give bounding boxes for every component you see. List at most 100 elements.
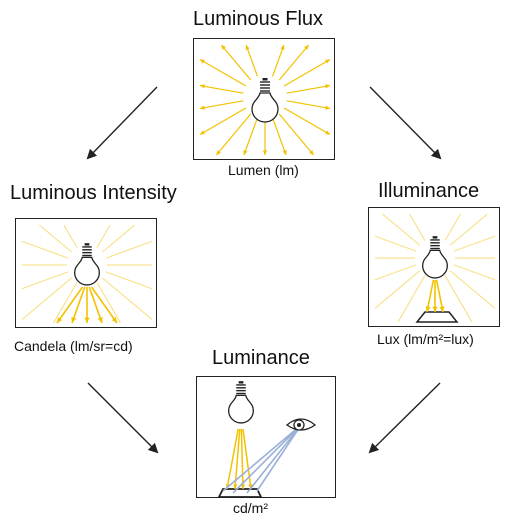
light-ray bbox=[374, 270, 421, 309]
light-ray bbox=[271, 117, 287, 156]
light-ray bbox=[286, 84, 331, 94]
ray-arrowhead bbox=[325, 59, 330, 64]
light-ray bbox=[101, 277, 153, 320]
intensity-bulb-illustration bbox=[21, 224, 153, 324]
intensity-unit: Candela (lm/sr=cd) bbox=[14, 338, 133, 354]
light-ray bbox=[240, 428, 244, 490]
ray-arrowhead bbox=[84, 317, 90, 323]
illuminance-bulb-illustration bbox=[374, 213, 496, 323]
light-ray bbox=[199, 100, 244, 110]
illuminance-unit: Lux (lm/m²=lux) bbox=[377, 331, 474, 347]
light-ray bbox=[21, 271, 69, 290]
intensity-title: Luminous Intensity bbox=[10, 182, 177, 204]
light-ray bbox=[220, 44, 252, 81]
ray-arrowhead bbox=[425, 306, 431, 312]
light-ray bbox=[21, 240, 69, 259]
ray-arrowhead bbox=[200, 59, 205, 64]
ray-arrowhead bbox=[432, 306, 438, 312]
light-ray bbox=[449, 213, 488, 246]
ray-arrowhead bbox=[325, 84, 330, 89]
light-ray bbox=[39, 224, 73, 253]
light-ray bbox=[105, 240, 153, 259]
light-ray bbox=[453, 235, 496, 252]
luminance-unit: cd/m² bbox=[233, 500, 268, 516]
light-ray bbox=[63, 224, 78, 248]
ray-arrowhead bbox=[280, 45, 285, 50]
light-ray bbox=[199, 58, 247, 87]
flux-unit: Lumen (lm) bbox=[228, 162, 299, 178]
ray-arrowhead bbox=[200, 105, 205, 110]
ray-arrowhead bbox=[71, 317, 77, 323]
ray-arrowhead bbox=[221, 45, 226, 50]
light-ray bbox=[245, 44, 259, 77]
light-ray bbox=[435, 279, 444, 313]
light-ray bbox=[21, 277, 73, 320]
light-ray bbox=[96, 224, 111, 248]
ray-arrowhead bbox=[200, 130, 205, 135]
viewing-ray bbox=[222, 424, 302, 492]
ray-arrowhead bbox=[245, 45, 250, 50]
eye-icon bbox=[285, 418, 317, 431]
intensity-panel bbox=[15, 218, 157, 328]
light-ray bbox=[96, 282, 121, 324]
light-ray bbox=[88, 286, 103, 324]
light-ray bbox=[426, 279, 435, 313]
viewing-ray bbox=[246, 424, 302, 494]
light-ray bbox=[374, 235, 417, 252]
ray-arrowhead bbox=[282, 150, 287, 155]
ray-arrowhead bbox=[439, 306, 445, 312]
light-ray bbox=[444, 275, 473, 323]
ray-arrowhead bbox=[325, 105, 330, 110]
light-ray bbox=[453, 264, 496, 281]
flux-title: Luminous Flux bbox=[193, 8, 324, 30]
light-ray bbox=[283, 107, 331, 136]
light-ray bbox=[397, 275, 426, 323]
light-ray bbox=[199, 107, 247, 136]
illuminance-title: Illuminance bbox=[378, 180, 480, 202]
emitting-surface bbox=[217, 488, 263, 498]
light-ray bbox=[90, 286, 118, 324]
light-bulb-icon bbox=[421, 236, 449, 279]
light-ray bbox=[199, 84, 244, 94]
light-bulb-icon bbox=[251, 78, 279, 123]
ray-arrowhead bbox=[243, 150, 248, 155]
light-ray bbox=[374, 264, 417, 281]
ray-arrowhead bbox=[240, 484, 246, 489]
light-ray bbox=[56, 286, 84, 324]
ray-arrowhead bbox=[248, 484, 253, 489]
light-ray bbox=[278, 113, 315, 156]
light-bulb-icon bbox=[73, 243, 101, 286]
viewing-ray bbox=[256, 424, 302, 492]
arrow-intensity-to-luminance bbox=[87, 382, 159, 454]
viewing-ray bbox=[232, 424, 302, 494]
flux-panel bbox=[193, 38, 335, 160]
ray-arrowhead bbox=[216, 150, 221, 155]
ray-arrowhead bbox=[325, 130, 330, 135]
light-bulb-icon bbox=[227, 381, 255, 424]
ray-arrowhead bbox=[262, 150, 268, 155]
ray-arrowhead bbox=[57, 317, 63, 323]
light-ray bbox=[226, 428, 239, 490]
light-ray bbox=[283, 58, 331, 87]
light-ray bbox=[53, 282, 78, 324]
flux-bulb-illustration bbox=[199, 44, 331, 156]
ray-arrowhead bbox=[111, 317, 117, 323]
luminance-bulb-eye-illustration bbox=[217, 381, 317, 498]
light-ray bbox=[71, 286, 86, 324]
luminance-title: Luminance bbox=[212, 347, 310, 369]
light-ray bbox=[271, 44, 285, 77]
illuminated-surface bbox=[415, 311, 459, 323]
luminance-panel bbox=[196, 376, 336, 498]
ray-arrowhead bbox=[309, 150, 314, 155]
arrow-flux-to-intensity bbox=[86, 86, 158, 160]
arrow-flux-to-illuminance bbox=[369, 86, 442, 160]
ray-arrowhead bbox=[200, 84, 205, 89]
ray-arrowhead bbox=[233, 484, 238, 489]
light-ray bbox=[234, 428, 241, 490]
illuminance-panel bbox=[368, 207, 500, 327]
ray-arrowhead bbox=[97, 317, 103, 323]
light-ray bbox=[286, 100, 331, 110]
light-ray bbox=[105, 271, 153, 290]
light-ray bbox=[278, 44, 310, 81]
